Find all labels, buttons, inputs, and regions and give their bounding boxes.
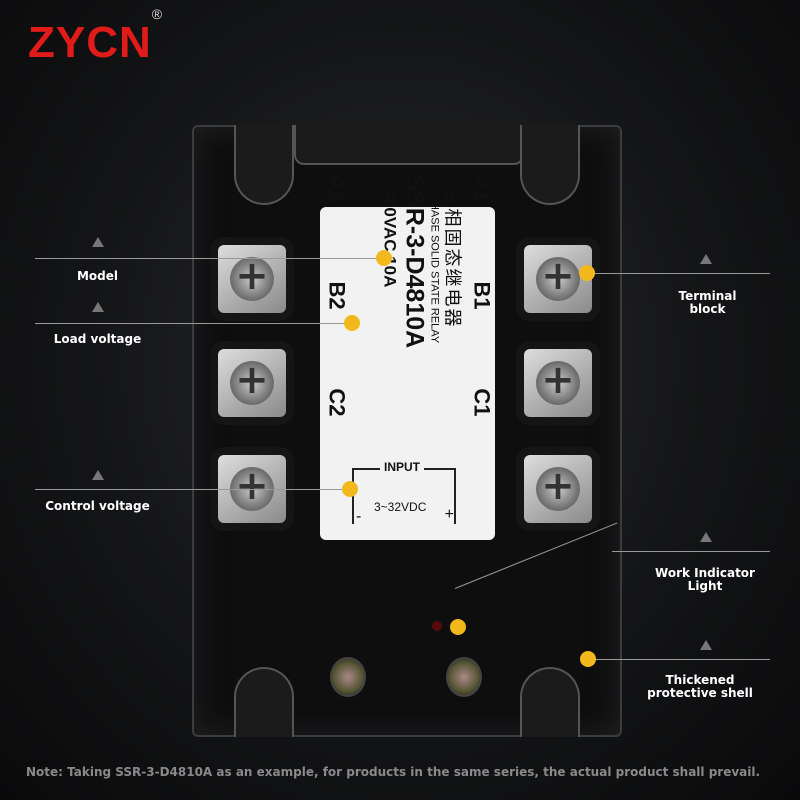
label-text: A1 B1 C1 三相固态继电器 3PHASE SOLID STATE RELA…: [320, 171, 495, 421]
mount-notch: [234, 667, 294, 737]
annotation-control-voltage: Control voltage: [45, 499, 150, 513]
annotation-work-indicator: Work Indicator Light: [655, 566, 755, 593]
control-terminal-plus: [446, 657, 482, 697]
minus-sign: -: [356, 508, 362, 525]
control-terminal-minus: [330, 657, 366, 697]
triangle-icon: [92, 237, 104, 247]
terminal-label: B1: [469, 281, 495, 310]
leader-line: [35, 323, 351, 324]
chinese-name: 三相固态继电器: [442, 188, 463, 329]
marker-dot: [344, 315, 360, 331]
terminal-b1: [524, 349, 592, 417]
english-name: 3PHASE SOLID STATE RELAY: [428, 188, 441, 344]
terminal-label: C1: [469, 388, 495, 417]
annotation-model: Model: [76, 269, 119, 283]
terminal-label: C2: [324, 388, 350, 417]
model-number: SSR-3-D4810A: [400, 174, 429, 349]
triangle-icon: [92, 302, 104, 312]
disclaimer-note: Note: Taking SSR-3-D4810A as an example,…: [26, 765, 761, 779]
leader-line: [35, 258, 383, 259]
brand-logo: ZYCN®: [28, 6, 163, 68]
indicator-led: [432, 621, 442, 631]
triangle-icon: [700, 640, 712, 650]
input-range: 3~32VDC: [374, 500, 427, 514]
annotation-load-voltage: Load voltage: [53, 332, 142, 346]
terminal-label: A2: [324, 174, 350, 203]
mount-notch: [234, 125, 294, 205]
marker-dot: [450, 619, 466, 635]
triangle-icon: [700, 532, 712, 542]
registered-mark: ®: [151, 6, 164, 23]
mount-notch: [520, 667, 580, 737]
input-title: INPUT: [380, 460, 424, 474]
terminal-b2: [218, 349, 286, 417]
marker-dot: [580, 651, 596, 667]
leader-line: [588, 273, 770, 274]
rating: 480VAC 10A: [380, 188, 400, 288]
annotation-shell: Thickened protective shell: [647, 673, 753, 700]
marker-dot: [376, 250, 392, 266]
triangle-icon: [92, 470, 104, 480]
top-cover: [294, 125, 524, 165]
leader-line: [35, 489, 349, 490]
terminal-a2: [218, 245, 286, 313]
annotation-terminal-block: Terminal block: [678, 289, 737, 316]
plus-sign: +: [444, 506, 454, 523]
triangle-icon: [700, 254, 712, 264]
logo-text: ZYCN: [28, 18, 152, 67]
marker-dot: [579, 265, 595, 281]
marker-dot: [342, 481, 358, 497]
input-box: INPUT 3~32VDC - +: [352, 460, 456, 525]
terminal-label: A1: [469, 174, 495, 203]
leader-line: [612, 551, 770, 552]
terminal-label: B2: [324, 281, 350, 310]
leader-line: [590, 659, 770, 660]
mount-notch: [520, 125, 580, 205]
terminal-c1: [524, 455, 592, 523]
